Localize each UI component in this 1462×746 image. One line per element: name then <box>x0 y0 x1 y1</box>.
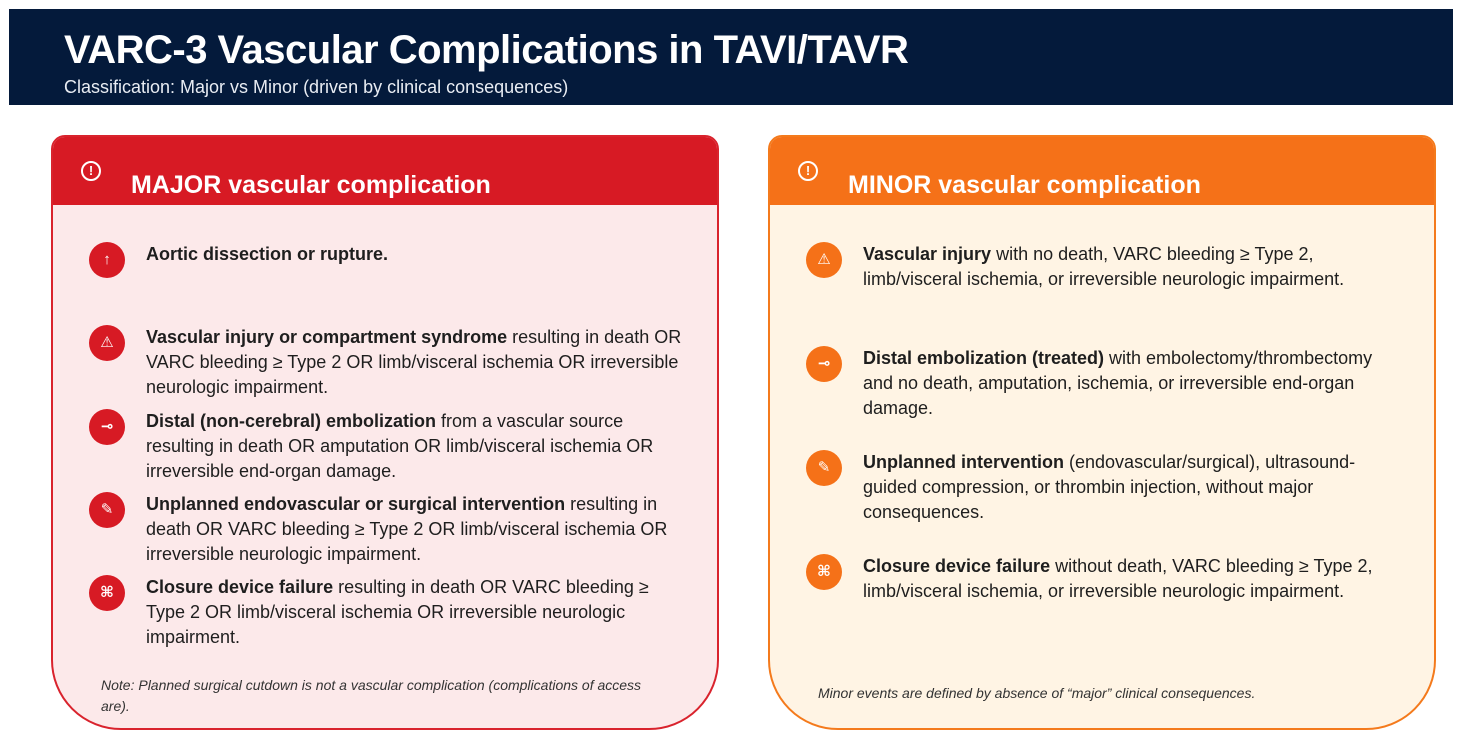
major-item-closure-device-failure: ⌘ Closure device failure resulting in de… <box>89 575 689 650</box>
embolus-icon: ⊸ <box>89 409 125 445</box>
major-item-text: Unplanned endovascular or surgical inter… <box>146 494 668 564</box>
major-item-text: Vascular injury or compartment syndrome … <box>146 327 682 397</box>
minor-note: Minor events are defined by absence of “… <box>818 685 1256 701</box>
closure-device-icon: ⌘ <box>806 554 842 590</box>
minor-panel-title: MINOR vascular complication <box>848 171 1201 199</box>
major-item-text: Distal (non-cerebral) embolization from … <box>146 411 654 481</box>
minor-complication-panel: ! MINOR vascular complication ⚠ Vascular… <box>768 135 1436 730</box>
minor-item-unplanned-intervention: ✎ Unplanned intervention (endovascular/s… <box>806 450 1406 525</box>
syringe-icon: ✎ <box>806 450 842 486</box>
minor-item-text: Vascular injury with no death, VARC blee… <box>863 244 1345 289</box>
warning-triangle-icon: ⚠ <box>806 242 842 278</box>
syringe-icon: ✎ <box>89 492 125 528</box>
minor-item-text: Closure device failure without death, VA… <box>863 556 1373 601</box>
minor-item-text: Distal embolization (treated) with embol… <box>863 348 1373 418</box>
minor-item-closure-device-failure: ⌘ Closure device failure without death, … <box>806 554 1406 604</box>
warning-triangle-icon: ⚠ <box>89 325 125 361</box>
major-item-text: Closure device failure resulting in deat… <box>146 577 649 647</box>
minor-panel-header: ! MINOR vascular complication <box>770 137 1434 205</box>
closure-device-icon: ⌘ <box>89 575 125 611</box>
embolus-icon: ⊸ <box>806 346 842 382</box>
title-banner: VARC-3 Vascular Complications in TAVI/TA… <box>9 9 1453 105</box>
arrow-up-icon: ↑ <box>89 242 125 278</box>
major-note: Note: Planned surgical cutdown is not a … <box>101 677 642 714</box>
major-item-aortic-dissection: ↑ Aortic dissection or rupture. <box>89 242 689 278</box>
major-item-text: Aortic dissection or rupture. <box>146 244 389 264</box>
major-panel-header: ! MAJOR vascular complication <box>53 137 717 205</box>
exclamation-circle-icon: ! <box>798 161 818 181</box>
minor-item-text: Unplanned intervention (endovascular/sur… <box>863 452 1356 522</box>
major-item-vascular-injury: ⚠ Vascular injury or compartment syndrom… <box>89 325 689 400</box>
major-item-unplanned-intervention: ✎ Unplanned endovascular or surgical int… <box>89 492 689 567</box>
major-item-distal-embolization: ⊸ Distal (non-cerebral) embolization fro… <box>89 409 689 484</box>
page-subtitle: Classification: Major vs Minor (driven b… <box>64 77 569 97</box>
major-panel-title: MAJOR vascular complication <box>131 171 491 199</box>
page-title: VARC-3 Vascular Complications in TAVI/TA… <box>64 28 909 72</box>
minor-item-distal-embolization: ⊸ Distal embolization (treated) with emb… <box>806 346 1406 421</box>
exclamation-circle-icon: ! <box>81 161 101 181</box>
major-complication-panel: ! MAJOR vascular complication ↑ Aortic d… <box>51 135 719 730</box>
minor-item-vascular-injury: ⚠ Vascular injury with no death, VARC bl… <box>806 242 1406 292</box>
